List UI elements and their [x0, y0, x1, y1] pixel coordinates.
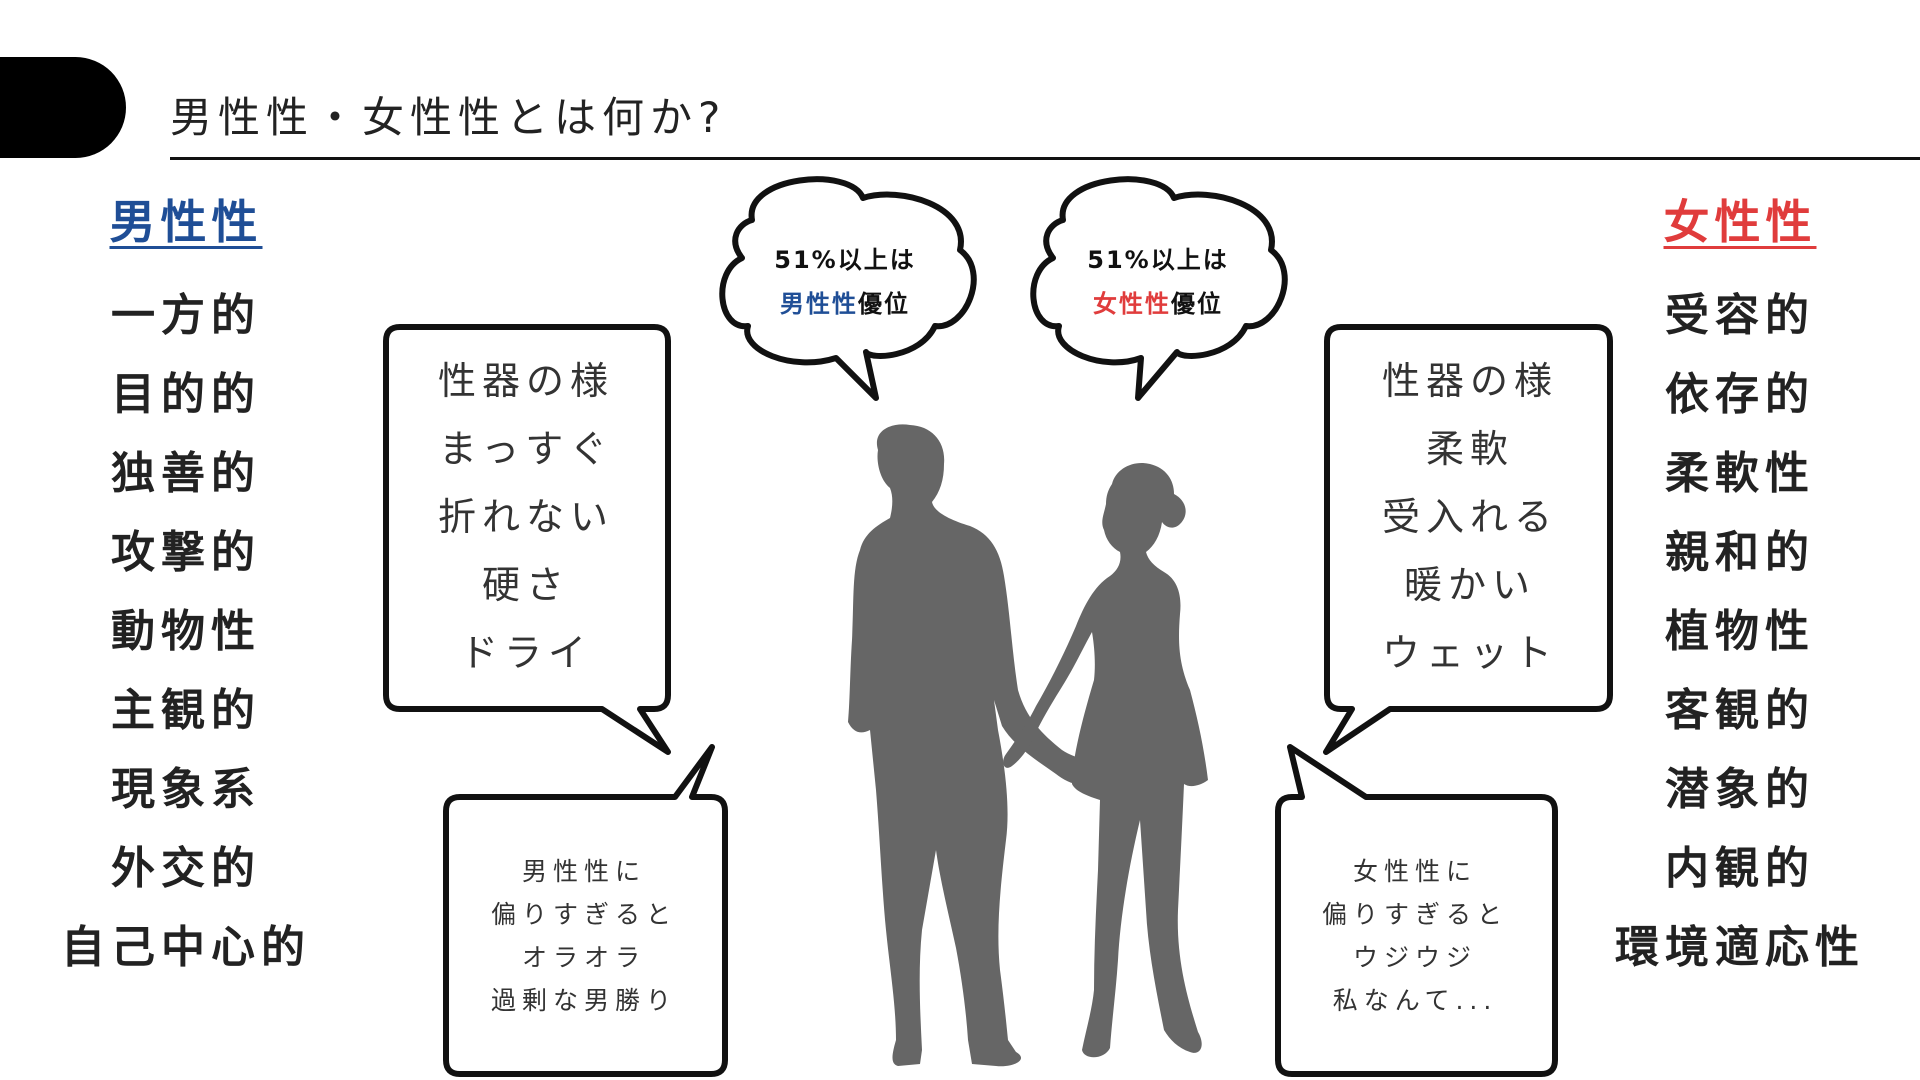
- bubble-line: ドライ: [459, 631, 592, 675]
- cloud-right-highlight: 女性性: [1093, 290, 1171, 318]
- masculine-heading: 男性性: [109, 195, 263, 249]
- speech-bubble-left-small: [443, 744, 728, 1077]
- feminine-traits-list: 受容的依存的柔軟性親和的植物性客観的潜象的内観的環境適応性: [1580, 276, 1900, 987]
- speech-bubble-left-large-text: 性器の様 まっすぐ 折れない 硬さ ドライ: [386, 347, 666, 687]
- feminine-trait: 親和的: [1665, 527, 1815, 578]
- bubble-line: 過剰な男勝り: [490, 986, 677, 1015]
- bubble-line: ウジウジ: [1352, 943, 1477, 972]
- thought-cloud-right: [1030, 176, 1288, 401]
- bubble-line: 性器の様: [1381, 359, 1558, 403]
- cloud-right-line1: 51%以上は: [1087, 246, 1229, 274]
- bubble-line: 私なんて...: [1332, 986, 1498, 1015]
- thought-cloud-right-text: 51%以上は 女性性優位: [1048, 238, 1268, 326]
- masculine-trait: 一方的: [111, 290, 261, 341]
- feminine-trait: 柔軟性: [1665, 448, 1815, 499]
- masculine-trait: 自己中心的: [61, 922, 311, 973]
- speech-bubble-right-small: [1275, 744, 1558, 1077]
- man-silhouette: [848, 424, 1094, 1067]
- speech-bubble-right-small-text: 女性性に 偏りすぎると ウジウジ 私なんて...: [1285, 850, 1545, 1022]
- title-rule: [170, 157, 1920, 160]
- woman-silhouette: [1003, 462, 1208, 1058]
- masculine-traits-list: 一方的目的的独善的攻撃的動物性主観的現象系外交的自己中心的: [26, 276, 346, 987]
- bubble-line: 受入れる: [1381, 495, 1558, 539]
- bubble-line: ウェット: [1381, 631, 1558, 675]
- masculine-trait: 現象系: [111, 764, 261, 815]
- feminine-trait: 依存的: [1665, 369, 1815, 420]
- bubble-line: 女性性に: [1352, 857, 1477, 886]
- masculine-trait: 独善的: [111, 448, 261, 499]
- masculine-trait: 主観的: [111, 685, 261, 736]
- speech-bubble-right-large: [1323, 324, 1613, 755]
- bubble-line: 暖かい: [1403, 563, 1536, 607]
- masculine-trait: 目的的: [111, 369, 261, 420]
- feminine-trait: 環境適応性: [1615, 922, 1865, 973]
- cloud-left-line1: 51%以上は: [774, 246, 916, 274]
- bubble-line: 性器の様: [437, 359, 614, 403]
- page-title: 男性性・女性性とは何か?: [170, 93, 727, 142]
- feminine-trait: 植物性: [1665, 606, 1815, 657]
- masculine-trait: 動物性: [111, 606, 261, 657]
- thought-cloud-left: [719, 176, 977, 401]
- feminine-trait: 内観的: [1665, 843, 1815, 894]
- bubble-line: 偏りすぎると: [490, 900, 677, 929]
- bubble-line: 偏りすぎると: [1321, 900, 1508, 929]
- feminine-column: 女性性 受容的依存的柔軟性親和的植物性客観的潜象的内観的環境適応性: [1580, 197, 1900, 987]
- couple-silhouette-icon: [848, 424, 1208, 1067]
- cloud-left-suffix: 優位: [858, 290, 910, 318]
- feminine-trait: 潜象的: [1665, 764, 1815, 815]
- cloud-left-highlight: 男性性: [780, 290, 858, 318]
- thought-cloud-left-text: 51%以上は 男性性優位: [735, 238, 955, 326]
- feminine-trait: 客観的: [1665, 685, 1815, 736]
- bubble-line: オラオラ: [521, 943, 646, 972]
- bubble-line: 男性性に: [521, 857, 646, 886]
- speech-bubble-left-small-text: 男性性に 偏りすぎると オラオラ 過剰な男勝り: [454, 850, 714, 1022]
- masculine-trait: 外交的: [111, 843, 261, 894]
- masculine-column: 男性性 一方的目的的独善的攻撃的動物性主観的現象系外交的自己中心的: [26, 197, 346, 987]
- bubble-line: 硬さ: [481, 563, 570, 607]
- bubble-line: 折れない: [437, 495, 614, 539]
- bubble-line: まっすぐ: [438, 427, 614, 471]
- cloud-right-suffix: 優位: [1171, 290, 1223, 318]
- speech-bubble-right-large-text: 性器の様 柔軟 受入れる 暖かい ウェット: [1330, 347, 1610, 687]
- speech-bubble-left-large: [383, 324, 671, 755]
- masculine-trait: 攻撃的: [111, 527, 261, 578]
- feminine-trait: 受容的: [1665, 290, 1815, 341]
- feminine-heading: 女性性: [1663, 195, 1817, 249]
- header-tab: [0, 57, 126, 158]
- bubble-line: 柔軟: [1425, 427, 1514, 471]
